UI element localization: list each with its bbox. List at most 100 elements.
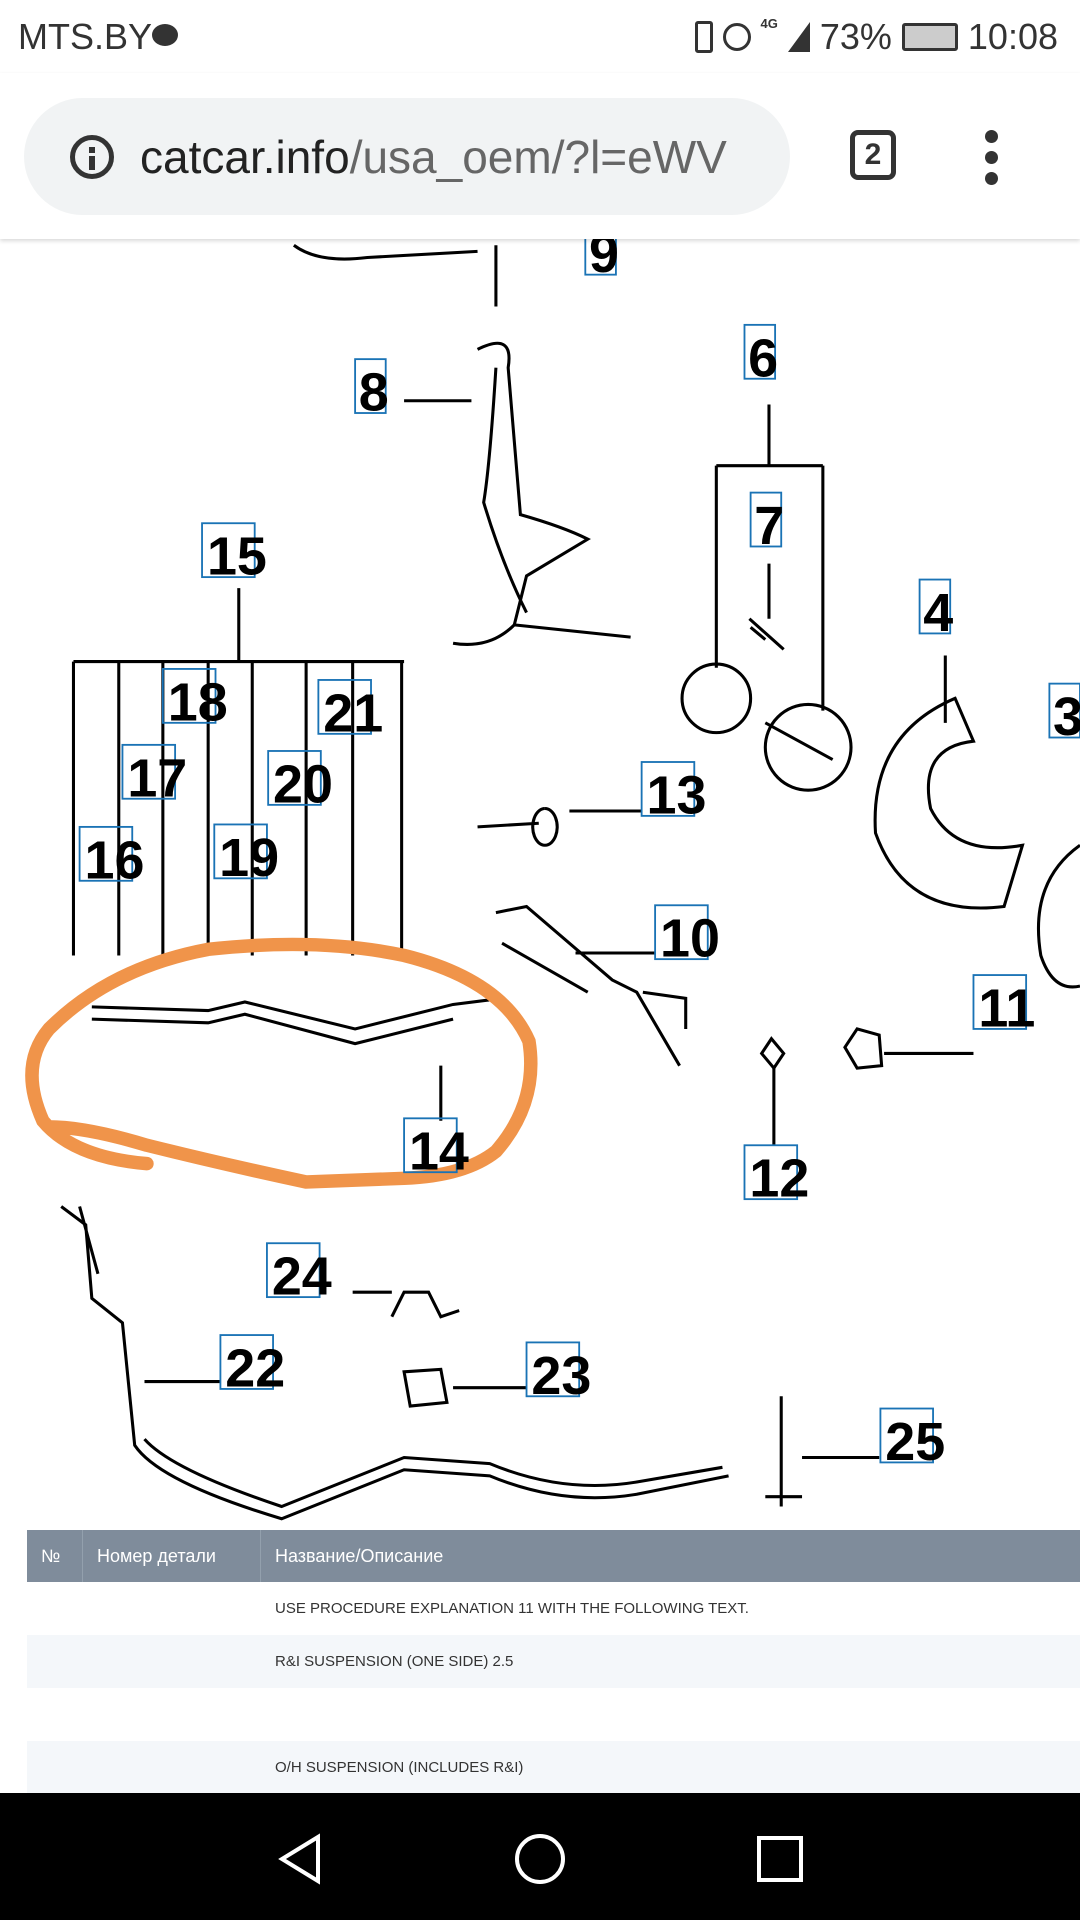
message-icon [152, 24, 178, 46]
bushing-23-part [402, 1367, 449, 1408]
strut-rod-part [91, 996, 503, 1046]
header-number: № [27, 1530, 83, 1582]
callout-number[interactable]: 19 [219, 828, 279, 888]
callout-box[interactable] [121, 743, 177, 800]
callout-box[interactable] [213, 823, 268, 880]
brake-rotor-part [1036, 844, 1080, 989]
callout-number[interactable]: 25 [885, 1412, 945, 1472]
callout-box[interactable] [266, 1242, 321, 1299]
callout-number[interactable]: 11 [978, 978, 1035, 1038]
callout-number[interactable]: 22 [225, 1338, 285, 1398]
callout-number[interactable]: 17 [127, 748, 187, 808]
callout-number[interactable]: 12 [749, 1149, 809, 1209]
cell-part-number [83, 1688, 261, 1741]
recents-icon[interactable] [750, 1829, 810, 1889]
callout-number[interactable]: 16 [84, 830, 144, 890]
callout-number[interactable]: 13 [647, 765, 707, 825]
callout-box[interactable] [1048, 682, 1080, 739]
bolt-13-part [477, 807, 559, 847]
callout-labels: 9 8 6 7 15 4 3 18 21 17 20 13 16 19 10 11 14 12 24 22 23 25 [78, 239, 1080, 1472]
callout-box[interactable] [403, 1117, 458, 1174]
cell-description: USE PROCEDURE EXPLANATION 11 WITH THE FO… [275, 1600, 749, 1617]
callout-number[interactable]: 14 [409, 1122, 469, 1182]
orange-annotation-loop [25, 937, 538, 1189]
callout-number[interactable]: 8 [359, 363, 389, 423]
callout-number[interactable]: 10 [660, 909, 720, 969]
carrier-name: MTS.BY [18, 16, 153, 57]
callout-box[interactable] [267, 750, 322, 806]
callout-number[interactable]: 23 [531, 1346, 591, 1406]
callout-number[interactable]: 18 [168, 672, 228, 732]
header-part-number: Номер детали [83, 1530, 261, 1582]
parts-diagram: 9 8 6 7 15 4 3 18 21 17 20 13 16 19 10 11 14 12 24 22 23 25 [25, 239, 1080, 1521]
clock: 10:08 [967, 16, 1058, 57]
callout-box[interactable] [161, 668, 217, 724]
highlight-loop [25, 937, 538, 1189]
table-row[interactable]: O/H SUSPENSION (INCLUDES R&I) [27, 1741, 1080, 1794]
url-host: catcar.info [140, 130, 350, 183]
callout-box[interactable] [317, 679, 372, 735]
url-text[interactable]: catcar.info/usa_oem/?l=eWV [140, 130, 727, 184]
callout-number[interactable]: 7 [754, 496, 784, 556]
url-path: /usa_oem/?l=eWV [349, 130, 727, 183]
callout-box[interactable] [525, 1341, 581, 1398]
table-header: № Номер детали Название/Описание [27, 1530, 1080, 1582]
bushing-11-part [843, 1027, 884, 1070]
android-nav-bar [0, 1793, 1080, 1920]
callout-number[interactable]: 20 [273, 754, 333, 814]
callout-box[interactable] [640, 761, 696, 817]
callout-box[interactable] [584, 239, 617, 276]
cell-part-number [83, 1741, 261, 1794]
callout-box[interactable] [743, 323, 777, 380]
stabilizer-bar-part [60, 1205, 729, 1521]
battery-charging-icon [901, 23, 958, 51]
callout-box[interactable] [749, 491, 783, 548]
address-bar[interactable]: catcar.info/usa_oem/?l=eWV [24, 98, 790, 215]
hub-part [763, 703, 853, 792]
cell-number [27, 1582, 83, 1635]
tab-switcher-button[interactable]: 2 [850, 130, 896, 180]
callout-box[interactable] [201, 522, 256, 579]
browser-toolbar: catcar.info/usa_oem/?l=eWV 2 [0, 73, 1080, 239]
callout-box[interactable] [654, 904, 709, 961]
abs-ring-part [680, 662, 753, 735]
callout-number[interactable]: 3 [1053, 687, 1080, 747]
lower-arm-part [495, 904, 688, 1067]
callout-box[interactable] [219, 1334, 274, 1390]
callout-number[interactable]: 24 [272, 1247, 332, 1307]
home-icon[interactable] [510, 1829, 570, 1889]
parts-table: № Номер детали Название/Описание USE PRO… [27, 1530, 1080, 1794]
table-row[interactable]: USE PROCEDURE EXPLANATION 11 WITH THE FO… [27, 1582, 1080, 1635]
callout-number[interactable]: 15 [207, 527, 267, 587]
battery-percent: 73% [819, 16, 892, 57]
callout-number[interactable]: 9 [589, 239, 619, 284]
cell-number [27, 1688, 83, 1741]
info-icon[interactable] [70, 134, 114, 179]
callout-box[interactable] [78, 825, 134, 882]
back-icon[interactable] [270, 1829, 330, 1889]
cell-part-number [83, 1635, 261, 1688]
cell-description: O/H SUSPENSION (INCLUDES R&I) [275, 1759, 524, 1776]
fastener-set-part [71, 588, 405, 956]
bushing-12-part [759, 1036, 786, 1071]
cell-number [27, 1635, 83, 1688]
clamp-24-part [390, 1290, 460, 1319]
header-description: Название/Описание [275, 1545, 444, 1566]
callout-number[interactable]: 4 [923, 583, 953, 643]
callout-box[interactable] [354, 358, 387, 414]
table-row[interactable] [27, 1688, 1080, 1741]
callout-box[interactable] [743, 1144, 799, 1201]
more-menu-icon[interactable] [985, 130, 999, 186]
cell-description [261, 1688, 1080, 1741]
table-row[interactable]: R&I SUSPENSION (ONE SIDE) 2.5 [27, 1635, 1080, 1688]
dust-shield-part [873, 696, 1025, 910]
part-drawings [60, 244, 1080, 1521]
upper-arm-part [292, 244, 498, 307]
callout-box[interactable] [972, 974, 1028, 1030]
callout-box[interactable] [879, 1407, 934, 1464]
network-type: 4G [760, 16, 778, 31]
callout-number[interactable]: 6 [748, 328, 778, 388]
callout-number[interactable]: 21 [323, 683, 383, 743]
link-25-part [765, 1396, 803, 1507]
callout-box[interactable] [918, 578, 952, 635]
